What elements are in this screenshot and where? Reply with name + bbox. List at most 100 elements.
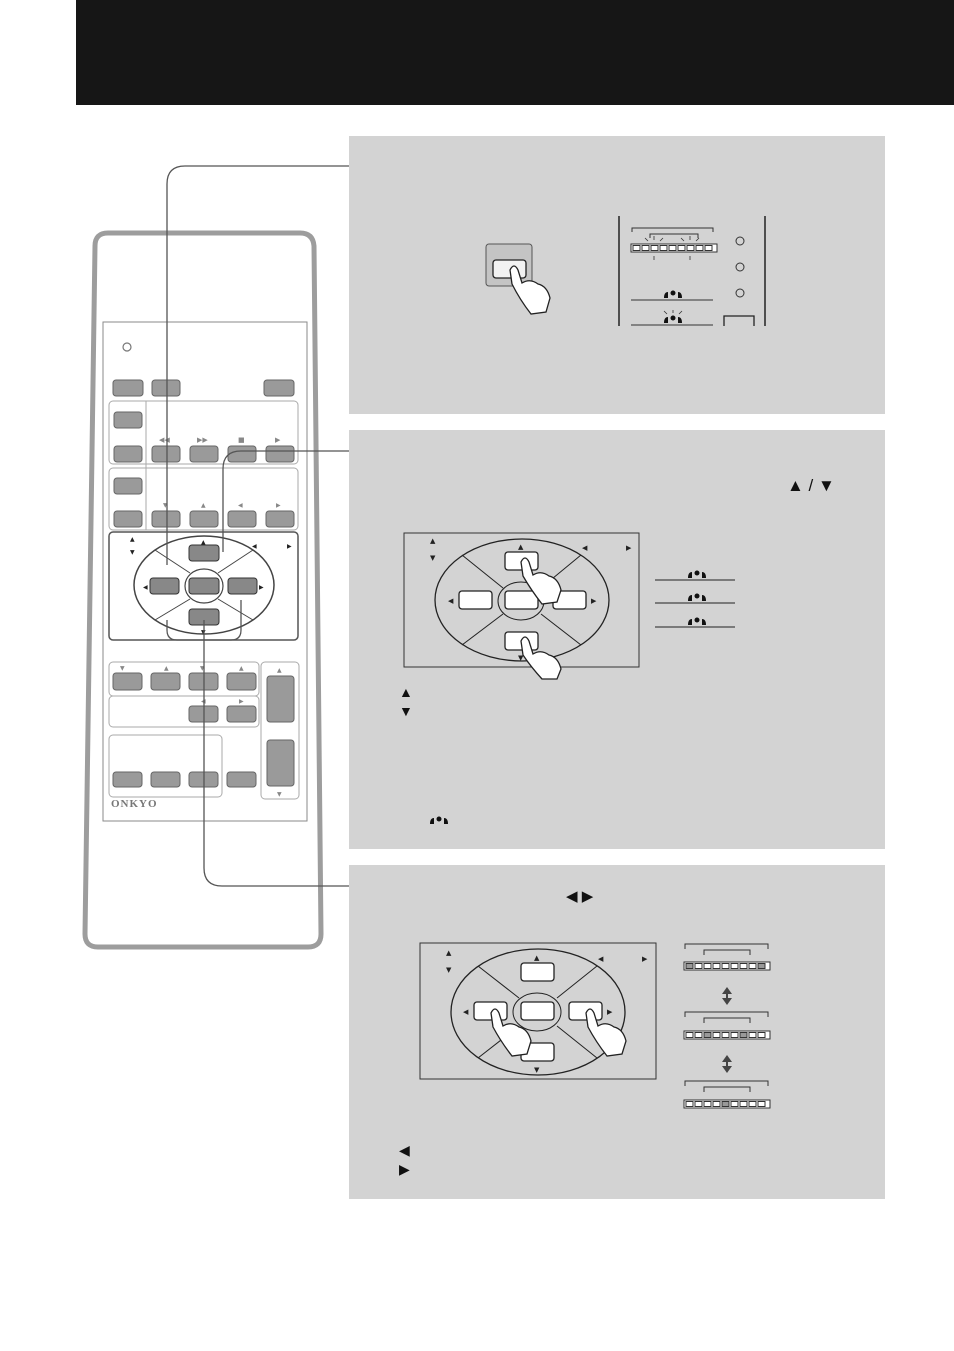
step2-enter-button xyxy=(504,590,539,610)
remote-button xyxy=(151,510,181,528)
svg-text:▲: ▲ xyxy=(201,539,206,546)
step3-right-button xyxy=(568,1001,603,1021)
svg-text:▼: ▼ xyxy=(430,554,436,562)
remote-brand-label: ONKYO xyxy=(111,798,158,810)
step-1-panel xyxy=(349,136,885,414)
svg-text:▲: ▲ xyxy=(239,665,244,672)
up-down-arrow-icon xyxy=(722,987,732,1073)
step3-up-button xyxy=(520,962,555,982)
balance-display-1 xyxy=(683,943,771,971)
svg-text:◀: ◀ xyxy=(252,543,257,550)
remote-button xyxy=(226,705,257,723)
svg-text:▲: ▲ xyxy=(277,667,282,674)
svg-text:◀◀: ◀◀ xyxy=(159,436,170,444)
svg-text:◀: ◀ xyxy=(143,584,148,591)
svg-text:▲: ▲ xyxy=(164,665,169,672)
pressing-hand-icon xyxy=(520,636,562,680)
remote-button xyxy=(265,445,295,463)
remote-button xyxy=(151,379,181,397)
svg-text:◀: ◀ xyxy=(582,544,588,552)
svg-text:▲: ▲ xyxy=(430,537,436,545)
remote-up-button xyxy=(188,544,220,562)
remote-volume-up xyxy=(266,675,295,723)
speaker-icon xyxy=(688,617,706,625)
pressing-hand-icon xyxy=(585,1008,627,1057)
balance-display-3 xyxy=(683,1080,771,1109)
callout-line-step1 xyxy=(166,165,349,565)
speaker-icon xyxy=(664,292,682,298)
remote-faceplate xyxy=(102,321,308,822)
up-arrow-icon: ▲ xyxy=(399,684,413,700)
svg-text:▲: ▲ xyxy=(130,536,135,543)
remote-enter-button xyxy=(188,577,220,595)
remote-button xyxy=(226,672,257,691)
svg-text:▼: ▼ xyxy=(277,791,282,798)
remote-button xyxy=(150,672,181,691)
svg-text:▶▶: ▶▶ xyxy=(197,436,208,444)
svg-text:▼: ▼ xyxy=(130,549,135,556)
svg-text:◀: ◀ xyxy=(448,597,454,605)
svg-text:▼: ▼ xyxy=(534,1066,540,1074)
remote-button xyxy=(151,445,181,463)
remote-button xyxy=(226,771,257,788)
down-arrow-icon: ▼ xyxy=(399,703,413,719)
indicator-led-icon xyxy=(735,262,745,272)
remote-button xyxy=(150,771,181,788)
remote-right-button xyxy=(227,577,258,595)
callout-line-step2 xyxy=(222,450,349,552)
remote-button xyxy=(113,510,143,528)
svg-text:▶: ▶ xyxy=(642,955,648,963)
remote-button xyxy=(113,477,143,495)
svg-text:▲: ▲ xyxy=(446,949,452,957)
svg-text:▶: ▶ xyxy=(287,543,292,550)
remote-button xyxy=(189,510,219,528)
remote-volume-down xyxy=(266,739,295,787)
svg-text:▶: ▶ xyxy=(607,1008,613,1016)
remote-button xyxy=(112,672,143,691)
svg-text:▼: ▼ xyxy=(518,654,524,662)
remote-button xyxy=(113,411,143,429)
remote-button xyxy=(189,445,219,463)
svg-text:▼: ▼ xyxy=(120,665,125,672)
right-arrow-icon: ▶ xyxy=(399,1161,410,1177)
speaker-icon xyxy=(664,317,682,323)
svg-text:▶: ▶ xyxy=(276,502,281,509)
callout-line-step3 xyxy=(203,620,349,887)
remote-button xyxy=(265,510,295,528)
speaker-icon xyxy=(688,570,706,578)
step3-left-button xyxy=(473,1001,508,1021)
remote-button xyxy=(113,445,143,463)
indicator-led-icon xyxy=(735,236,745,246)
header-bar xyxy=(76,0,954,105)
step3-enter-button xyxy=(520,1001,555,1021)
indicator-led-icon xyxy=(735,288,745,298)
svg-text:◀: ◀ xyxy=(598,955,604,963)
speaker-icon xyxy=(688,593,706,601)
remote-body xyxy=(82,230,324,950)
remote-button xyxy=(112,771,143,788)
svg-text:▲: ▲ xyxy=(534,954,540,962)
leftright-arrow-symbols: ◀ ▶ xyxy=(566,888,594,905)
remote-button xyxy=(263,379,295,397)
svg-text:▶: ▶ xyxy=(591,597,597,605)
remote-button xyxy=(227,445,257,463)
svg-text:▶: ▶ xyxy=(275,436,281,444)
svg-text:▶: ▶ xyxy=(259,584,264,591)
svg-text:▶: ▶ xyxy=(626,544,632,552)
pressing-hand-icon xyxy=(520,557,562,605)
left-arrow-icon: ◀ xyxy=(399,1142,410,1158)
updown-arrow-symbols: ▲ / ▼ xyxy=(787,476,835,495)
remote-button xyxy=(227,510,257,528)
remote-button xyxy=(112,379,144,397)
callout-bracket xyxy=(166,600,242,641)
svg-text:▼: ▼ xyxy=(200,665,205,672)
svg-text:▲: ▲ xyxy=(518,543,524,551)
svg-text:■: ■ xyxy=(238,436,245,444)
speaker-icon xyxy=(430,816,448,824)
pressing-hand-icon xyxy=(490,1008,532,1057)
step2-left-button xyxy=(458,590,493,610)
remote-led-icon xyxy=(122,342,132,352)
